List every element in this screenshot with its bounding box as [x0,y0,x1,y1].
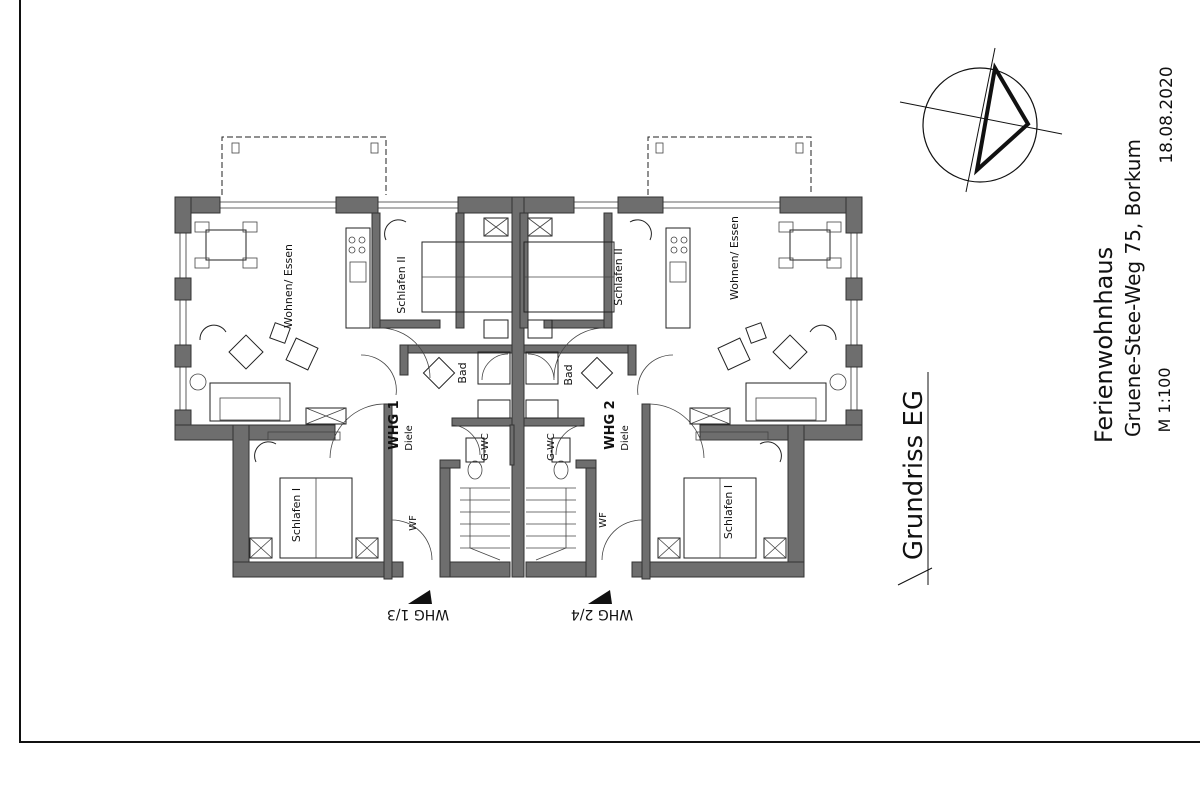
room-label-bath-left: Bad [456,362,469,383]
room-label-wc-left: G-WC [480,433,491,461]
unit-label-right: WHG 2 [603,400,618,449]
room-label-living-left: Wohnen/ Essen [282,244,295,328]
room-label-bedroom2-left: Schlafen II [395,256,408,313]
room-label-hall-right: Diele [620,425,631,451]
room-label-bedroom2-right: Schlafen II [612,248,625,305]
room-label-hall-left: Diele [404,425,415,451]
room-label-wc-right: G-WC [546,433,557,461]
north-arrow-icon [899,47,1063,193]
entrance-arrow-right-icon [588,590,612,604]
room-label-living-right: Wohnen/ Essen [728,216,741,300]
room-label-bedroom1-right: Schlafen I [722,485,735,539]
drawing-frame [19,0,1200,743]
entrance-right: WHG 2/4 [571,590,633,622]
plan-title-group: Grundriss EG [897,372,933,586]
exterior-walls [174,196,863,578]
room-label-utility-right: WF [598,512,609,528]
room-labels-left: Wohnen/ Essen Schlafen II Bad WHG 1 Diel… [282,244,491,542]
terrace-left [221,136,387,195]
date-text: 18.08.2020 [1157,66,1177,163]
plan-title: Grundriss EG [899,390,929,560]
furniture-right [523,217,847,561]
entrance-left: WHG 1/3 [387,590,449,622]
room-label-bedroom1-left: Schlafen I [290,488,303,542]
room-label-bath-right: Bad [562,364,575,385]
entrance-label-right: WHG 2/4 [571,606,633,622]
entrance-label-left: WHG 1/3 [387,606,449,622]
project-title: Ferienwohnhaus [1090,247,1118,443]
furniture-left [189,217,513,561]
windows [179,201,858,410]
entrance-arrow-left-icon [408,590,432,604]
drawing-scale: M 1:100 [1155,368,1174,433]
room-label-utility-left: WF [408,515,419,531]
room-labels-right: Wohnen/ Essen Schlafen II Bad WHG 2 Diel… [546,216,741,539]
terrace-right [647,136,812,195]
door-swings [329,327,705,561]
project-address: Gruene-Stee-Weg 75, Borkum [1121,139,1145,437]
unit-label-left: WHG 1 [387,400,402,449]
